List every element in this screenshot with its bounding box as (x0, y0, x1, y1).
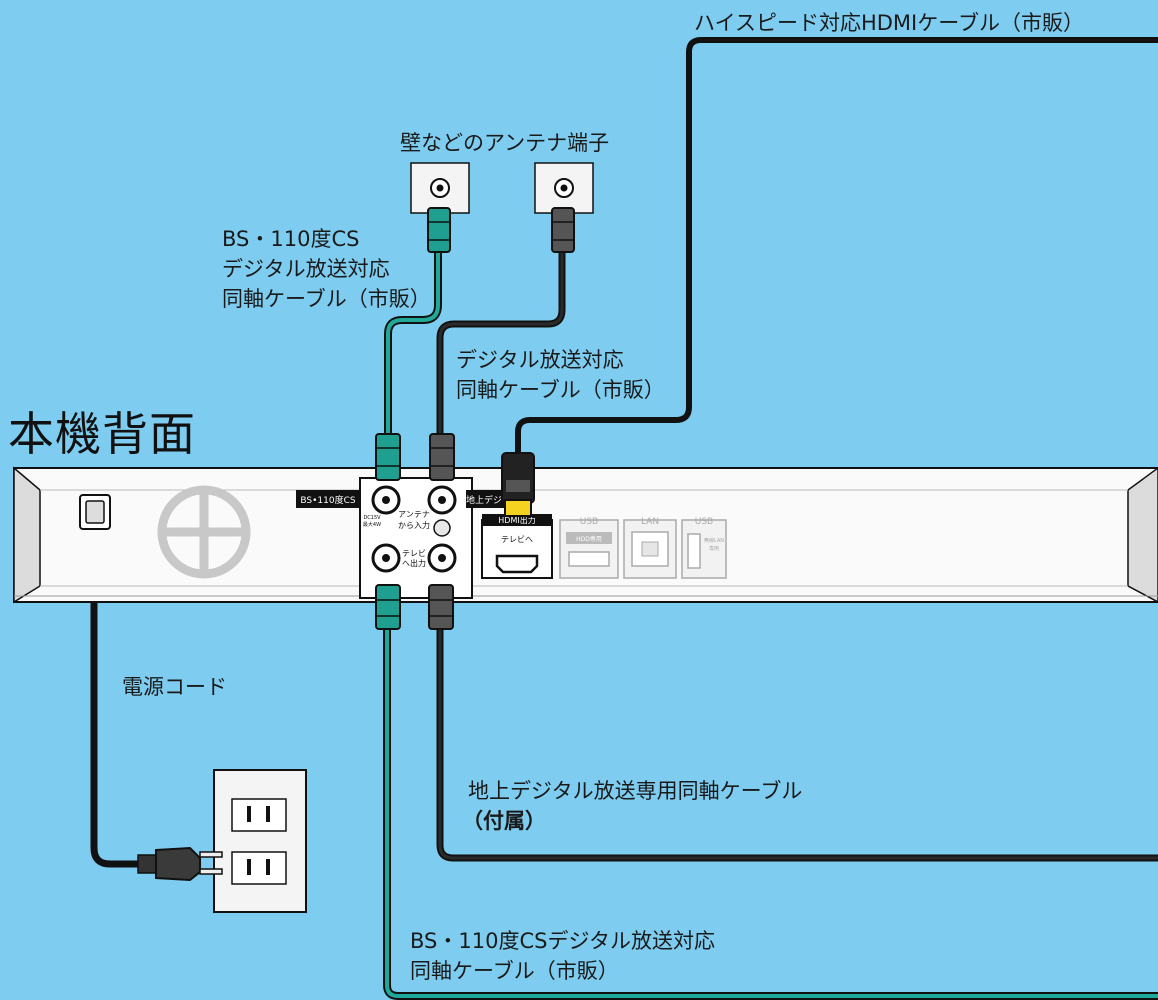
wall-antenna-plate-bs (410, 162, 470, 214)
panel-antenna-in2: から入力 (398, 520, 430, 530)
terrestrial-cable-bottom (436, 625, 1158, 862)
bs-cable-top-label-2: デジタル放送対応 (222, 257, 390, 281)
bs-connector-out (375, 584, 401, 630)
power-plug (137, 846, 223, 882)
bs-cable-top (384, 248, 442, 440)
usb-wlan-port (681, 519, 727, 579)
power-cord-label: 電源コード (122, 675, 227, 699)
wall-antenna-plate-terrestrial (534, 162, 594, 214)
terrestrial-cable-label-1: 地上デジタル放送専用同軸ケーブル (468, 779, 803, 803)
panel-hdd-only: HDD専用 (576, 535, 602, 543)
bs-cable-bottom-label-1: BS・110度CSデジタル放送対応 (410, 929, 716, 953)
hdmi-port (481, 514, 553, 579)
terrestrial-connector-out (428, 584, 454, 630)
panel-usb1: USB (580, 517, 598, 527)
terrestrial-connector-wall (551, 207, 575, 253)
panel-lan: LAN (641, 517, 659, 527)
panel-terrestrial-label: 地上デジ (466, 494, 502, 506)
hdmi-cable-label: ハイスピード対応HDMIケーブル（市販） (694, 11, 1084, 35)
wall-antenna-label: 壁などのアンテナ端子 (400, 131, 610, 155)
power-inlet (79, 494, 111, 530)
hdmi-plug (501, 452, 535, 517)
terrestrial-connector-in (429, 433, 455, 481)
lan-port (623, 519, 677, 579)
bs-connector-in (375, 433, 401, 481)
bs-cable-bottom-label-2: 同軸ケーブル（市販） (410, 959, 619, 983)
terrestrial-cable-top (436, 248, 566, 440)
panel-bs-label: BS•110度CS (300, 494, 356, 506)
page-title: 本機背面 (8, 407, 196, 461)
panel-antenna-in: アンテナ (398, 510, 430, 519)
panel-dc-label2: 最大4W (363, 521, 381, 528)
terrestrial-cable-label-2: （付属） (462, 809, 546, 833)
panel-usb2: USB (695, 517, 713, 527)
antenna-terminal-block (296, 477, 514, 599)
panel-tv-out: テレビ (402, 549, 426, 558)
usb-hdd-port (559, 519, 619, 579)
bs-cable-top-label-1: BS・110度CS (222, 227, 360, 251)
panel-wlan-only2: 専用 (709, 545, 719, 552)
panel-wlan-only: 無線LAN (704, 537, 724, 544)
panel-dc-label: DC15V (363, 515, 381, 521)
panel-to-tv: テレビへ (501, 535, 533, 544)
wall-outlet (213, 769, 307, 913)
bs-connector-wall (427, 207, 451, 253)
panel-tv-out2: へ出力 (402, 558, 426, 568)
bs-cable-top-label-3: 同軸ケーブル（市販） (222, 287, 431, 311)
hdmi-cable (515, 37, 1158, 455)
panel-hdmi-out: HDMI出力 (498, 515, 535, 525)
digital-cable-label-2: 同軸ケーブル（市販） (456, 378, 665, 402)
fan-grill (157, 485, 251, 579)
power-cord (90, 525, 140, 868)
digital-cable-label-1: デジタル放送対応 (456, 348, 624, 372)
